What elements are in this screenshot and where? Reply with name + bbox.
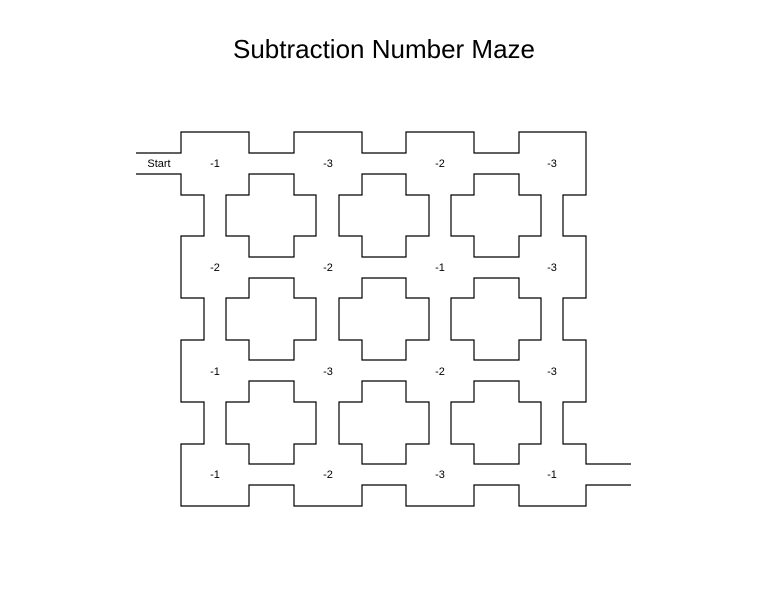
maze-cell-value: -1 xyxy=(210,158,220,170)
maze-cell-value: -1 xyxy=(547,469,557,481)
maze-cell-value: -1 xyxy=(435,262,445,274)
maze-block-r1c2 xyxy=(338,173,430,258)
maze-cell-value: -1 xyxy=(210,366,220,378)
maze-cell-value: -3 xyxy=(323,158,333,170)
maze-cell-value: -2 xyxy=(323,469,333,481)
maze-block-r3c2 xyxy=(338,380,430,465)
maze-block-r3c1 xyxy=(225,380,317,465)
maze-walls xyxy=(136,131,631,507)
maze-cell-value: -3 xyxy=(435,469,445,481)
maze-outer-wall xyxy=(136,131,631,465)
maze-cell-value: -1 xyxy=(210,469,220,481)
maze-cell-value: -2 xyxy=(435,366,445,378)
maze-cell-value: -3 xyxy=(547,262,557,274)
maze-cell-value: -2 xyxy=(435,158,445,170)
maze-block-r2c1 xyxy=(225,277,317,361)
maze-cell-value: -2 xyxy=(323,262,333,274)
maze-cell-value: -3 xyxy=(547,158,557,170)
maze-cell-value: -3 xyxy=(547,366,557,378)
maze-outer-wall-lower xyxy=(136,173,631,507)
maze-block-r1c1 xyxy=(225,173,317,258)
maze-cell-value: -3 xyxy=(323,366,333,378)
maze-title: Subtraction Number Maze xyxy=(232,34,536,64)
maze-block-r2c2 xyxy=(338,277,430,361)
maze-block-r1c3 xyxy=(450,173,542,258)
maze-block-r2c3 xyxy=(450,277,542,361)
maze-cell-value: -2 xyxy=(210,262,220,274)
maze-cell-labels: -1 -3 -2 -3 -2 -2 -1 -3 -1 -3 -2 -3 -1 -2 -3 -1 xyxy=(210,158,557,481)
maze-block-r3c3 xyxy=(450,380,542,465)
start-label: Start xyxy=(147,158,170,170)
